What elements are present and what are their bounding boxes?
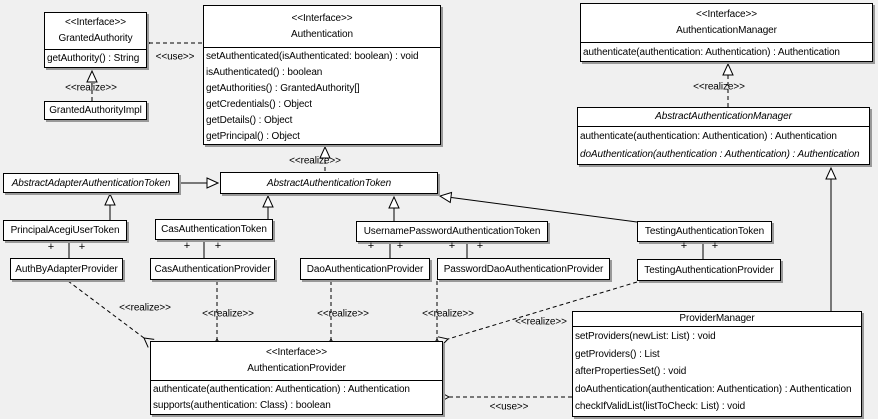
multiplicity-plus: +: [396, 240, 404, 252]
class-name: Authentication: [291, 28, 353, 40]
class-name: AbstractAuthenticationManager: [655, 111, 792, 122]
class-method: getPrincipal() : Object: [206, 131, 300, 143]
multiplicity-plus: +: [78, 241, 86, 253]
class-cas-authentication-provider: CasAuthenticationProvider: [150, 258, 275, 280]
edge-label-realize: <<realize>>: [65, 82, 117, 94]
class-method: doAuthentication(authentication : Authen…: [580, 149, 860, 160]
class-auth-by-adapter-provider: AuthByAdapterProvider: [10, 258, 123, 280]
realize-edge-testing-provider: [437, 281, 638, 347]
class-name: AuthenticationProvider: [247, 363, 346, 374]
class-name: AbstractAdapterAuthenticationToken: [11, 177, 171, 189]
class-principal-acegi-user-token: PrincipalAcegiUserToken: [3, 220, 127, 241]
class-stereotype: <<Interface>>: [65, 17, 126, 28]
class-stereotype: <<Interface>>: [696, 9, 757, 20]
class-abstract-authentication-manager: AbstractAuthenticationManager authentica…: [577, 107, 870, 165]
class-name: AbstractAuthenticationToken: [266, 177, 392, 189]
class-name: UsernamePasswordAuthenticationToken: [363, 226, 541, 237]
class-granted-authority-impl: GrantedAuthorityImpl: [44, 101, 147, 120]
class-method: setProviders(newList: List) : void: [575, 331, 716, 342]
multiplicity-plus: +: [680, 240, 688, 252]
edge-label-realize: <<realize>>: [119, 302, 171, 314]
edge-label-realize: <<realize>>: [317, 308, 369, 320]
class-name: GrantedAuthorityImpl: [49, 105, 142, 116]
multiplicity-plus: +: [367, 240, 375, 252]
multiplicity-plus: +: [47, 241, 55, 253]
class-provider-manager: ProviderManager setProviders(newList: Li…: [572, 311, 862, 417]
class-method: getDetails() : Object: [206, 115, 293, 127]
class-name: TestingAuthenticationProvider: [644, 264, 774, 276]
class-method: authenticate(authentication: Authenticat…: [583, 47, 840, 58]
class-testing-authentication-token: TestingAuthenticationToken: [637, 221, 772, 242]
class-abstract-authentication-token: AbstractAuthenticationToken: [220, 172, 438, 194]
edge-label-realize: <<realize>>: [422, 308, 474, 320]
class-username-password-authentication-token: UsernamePasswordAuthenticationToken: [356, 221, 548, 242]
class-method: getCredentials() : Object: [206, 99, 312, 111]
multiplicity-plus: +: [711, 240, 719, 252]
edge-label-realize: <<realize>>: [693, 81, 745, 93]
class-method: getAuthority() : String: [47, 53, 140, 64]
class-method: getProviders() : List: [575, 348, 660, 360]
class-granted-authority: <<Interface>> GrantedAuthority getAuthor…: [44, 12, 147, 68]
class-stereotype: <<Interface>>: [291, 12, 353, 24]
class-method: authenticate(authentication: Authenticat…: [580, 131, 837, 142]
edge-label-realize: <<realize>>: [202, 308, 254, 320]
class-name: TestingAuthenticationToken: [644, 226, 765, 237]
class-method: supports(authentication: Class) : boolea…: [153, 400, 331, 411]
generalization-edge-testing-token-to-abstract-token: [440, 196, 638, 223]
class-method: isAuthenticated() : boolean: [206, 67, 323, 79]
edge-label-realize: <<realize>>: [515, 316, 567, 328]
class-name: GrantedAuthority: [58, 33, 133, 44]
class-stereotype: <<Interface>>: [266, 347, 327, 358]
class-method: getAuthorities() : GrantedAuthority[]: [206, 83, 360, 95]
class-name: CasAuthenticationProvider: [154, 263, 271, 275]
class-authentication: <<Interface>> Authentication setAuthenti…: [203, 5, 441, 145]
edge-label-use: <<use>>: [155, 51, 195, 63]
class-name: DaoAuthenticationProvider: [306, 263, 424, 275]
class-name: ProviderManager: [679, 313, 755, 324]
multiplicity-plus: +: [448, 240, 456, 252]
edge-label-use: <<use>>: [489, 401, 529, 413]
class-method: setAuthenticated(isAuthenticated: boolea…: [206, 51, 419, 62]
class-authentication-provider: <<Interface>> AuthenticationProvider aut…: [150, 341, 443, 415]
realize-edge-authbyadapter-provider: [67, 280, 155, 348]
class-method: checkIfValidList(listToCheck: List) : vo…: [575, 401, 746, 413]
class-name: CasAuthenticationToken: [161, 224, 267, 235]
class-testing-authentication-provider: TestingAuthenticationProvider: [637, 259, 781, 281]
multiplicity-plus: +: [214, 240, 222, 252]
class-abstract-adapter-authentication-token: AbstractAdapterAuthenticationToken: [3, 173, 179, 193]
class-name: AuthenticationManager: [676, 25, 777, 36]
multiplicity-plus: +: [183, 240, 191, 252]
class-password-dao-authentication-provider: PasswordDaoAuthenticationProvider: [437, 258, 610, 280]
class-method: doAuthentication(authentication: Authent…: [575, 383, 852, 395]
class-cas-authentication-token: CasAuthenticationToken: [155, 219, 273, 240]
class-authentication-manager: <<Interface>> AuthenticationManager auth…: [580, 3, 873, 62]
class-method: authenticate(authentication: Authenticat…: [153, 384, 410, 395]
multiplicity-plus: +: [476, 240, 484, 252]
class-name: PrincipalAcegiUserToken: [10, 225, 120, 236]
class-dao-authentication-provider: DaoAuthenticationProvider: [300, 258, 430, 280]
edge-label-realize: <<realize>>: [289, 155, 341, 167]
class-name: PasswordDaoAuthenticationProvider: [443, 263, 604, 275]
class-name: AuthByAdapterProvider: [15, 263, 118, 275]
class-method: afterPropertiesSet() : void: [575, 366, 687, 378]
